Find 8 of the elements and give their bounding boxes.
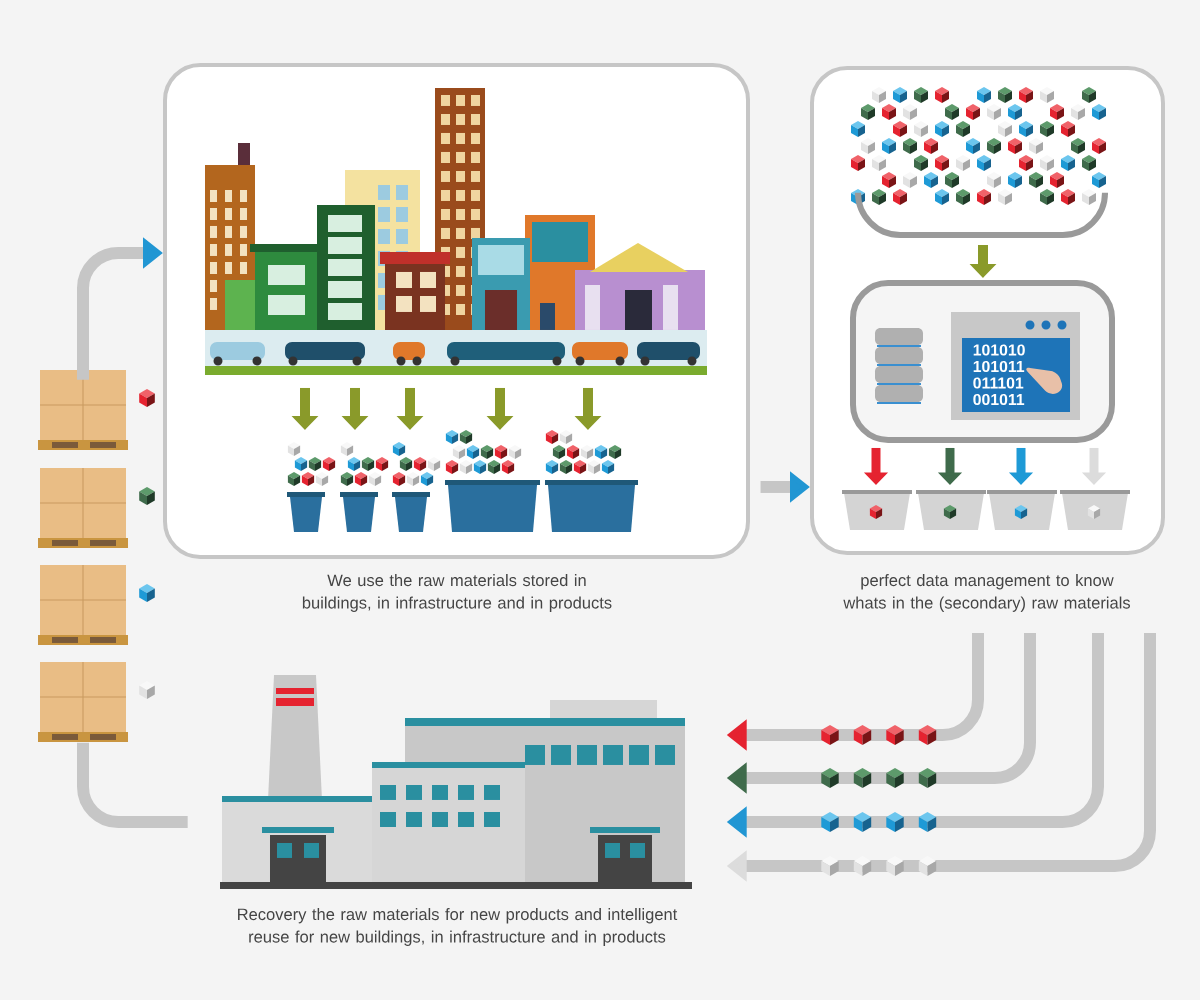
pallets-drawing — [38, 369, 155, 742]
node-label: perfect data management to know whats in the (secondary) raw materials — [843, 574, 1130, 612]
binary-text: 011101 — [973, 377, 1024, 389]
binary-text: 101010 — [973, 344, 1025, 356]
node-label: Recovery the raw materials for new products and intelligent reuse for new buildings, in infrastructure and in products — [238, 908, 678, 946]
node-label: We use the raw materials stored in buildings, in infrastructure and in products — [302, 574, 612, 612]
binary-text: 101011 — [973, 360, 1025, 373]
binary-text: 001011 — [973, 393, 1025, 406]
